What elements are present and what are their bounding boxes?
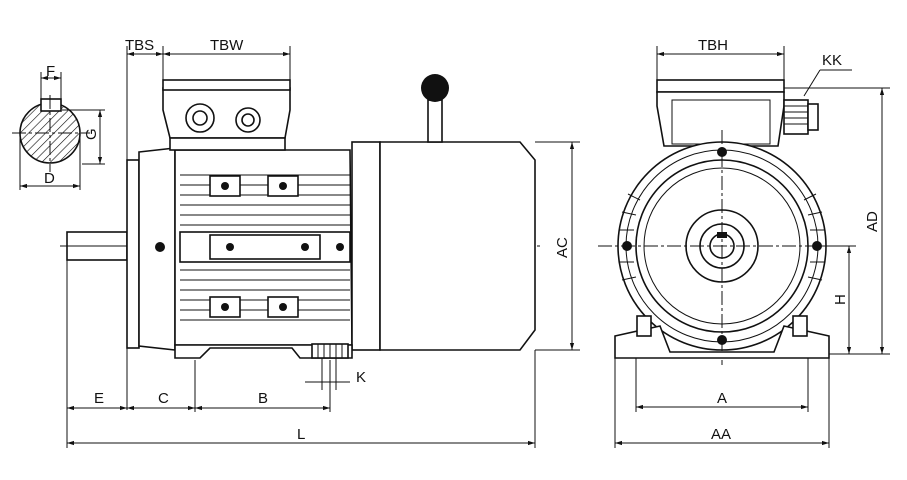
label-D: D	[44, 170, 55, 187]
label-L: L	[297, 426, 305, 443]
label-B: B	[258, 390, 268, 407]
label-AC: AC	[554, 237, 571, 258]
label-F: F	[46, 63, 55, 80]
label-AD: AD	[864, 211, 881, 232]
label-TBS: TBS	[125, 37, 154, 54]
label-K: K	[356, 369, 366, 386]
label-A: A	[717, 390, 727, 407]
label-E: E	[94, 390, 104, 407]
front-view-dimensions: TBH KK AD H A AA	[614, 37, 890, 448]
label-H: H	[832, 294, 849, 305]
side-view-dimensions: TBS TBW AC K E C B L	[66, 37, 580, 448]
label-TBW: TBW	[210, 37, 244, 54]
label-AA: AA	[711, 426, 731, 443]
label-TBH: TBH	[698, 37, 728, 54]
shaft-section-view: F G D	[12, 63, 105, 190]
label-KK: KK	[822, 52, 842, 69]
label-C: C	[158, 390, 169, 407]
label-G: G	[83, 128, 100, 140]
motor-side-view	[60, 74, 540, 359]
motor-front-view	[598, 79, 850, 365]
